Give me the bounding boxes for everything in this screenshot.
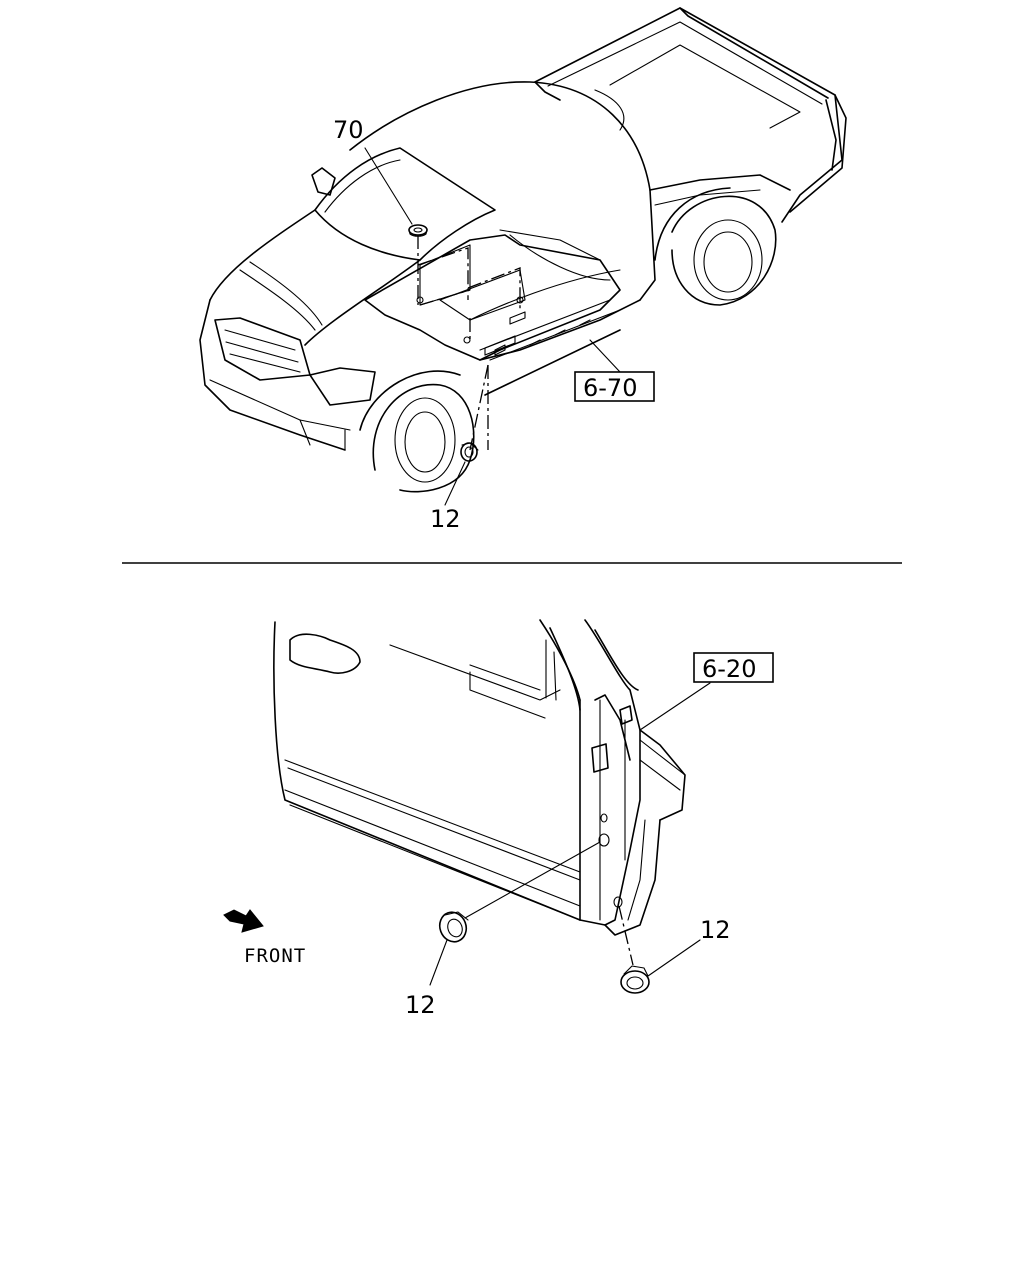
floor-panel <box>364 229 621 361</box>
part-12-grommet-left <box>438 911 469 943</box>
ref-6-70: 6-70 <box>583 374 637 402</box>
part-70-clip <box>408 224 428 237</box>
leader-70 <box>364 147 413 225</box>
ref-box-6-20 <box>693 652 774 683</box>
callout-12-left: 12 <box>405 991 436 1019</box>
door-and-pillar-illustration <box>273 619 686 936</box>
part-12-grommet-top <box>460 442 479 462</box>
part-12-grommet-right <box>620 965 650 994</box>
leader-6-20 <box>639 682 711 731</box>
pickup-truck-illustration <box>199 7 847 493</box>
front-direction-indicator: FRONT <box>223 909 306 967</box>
leader-12-right <box>647 939 701 977</box>
ref-6-20: 6-20 <box>702 655 756 683</box>
callout-12-right: 12 <box>700 916 731 944</box>
callout-70: 70 <box>333 116 364 144</box>
leader-12-left <box>429 939 448 986</box>
front-label: FRONT <box>244 945 306 967</box>
leader-6-70 <box>589 339 621 373</box>
guide-line-left <box>464 841 601 919</box>
callout-12-top: 12 <box>430 505 461 533</box>
leader-12-top <box>444 461 466 506</box>
front-arrow-icon <box>223 909 264 933</box>
ref-box-6-70 <box>574 371 655 402</box>
guide-line-right <box>618 905 634 966</box>
